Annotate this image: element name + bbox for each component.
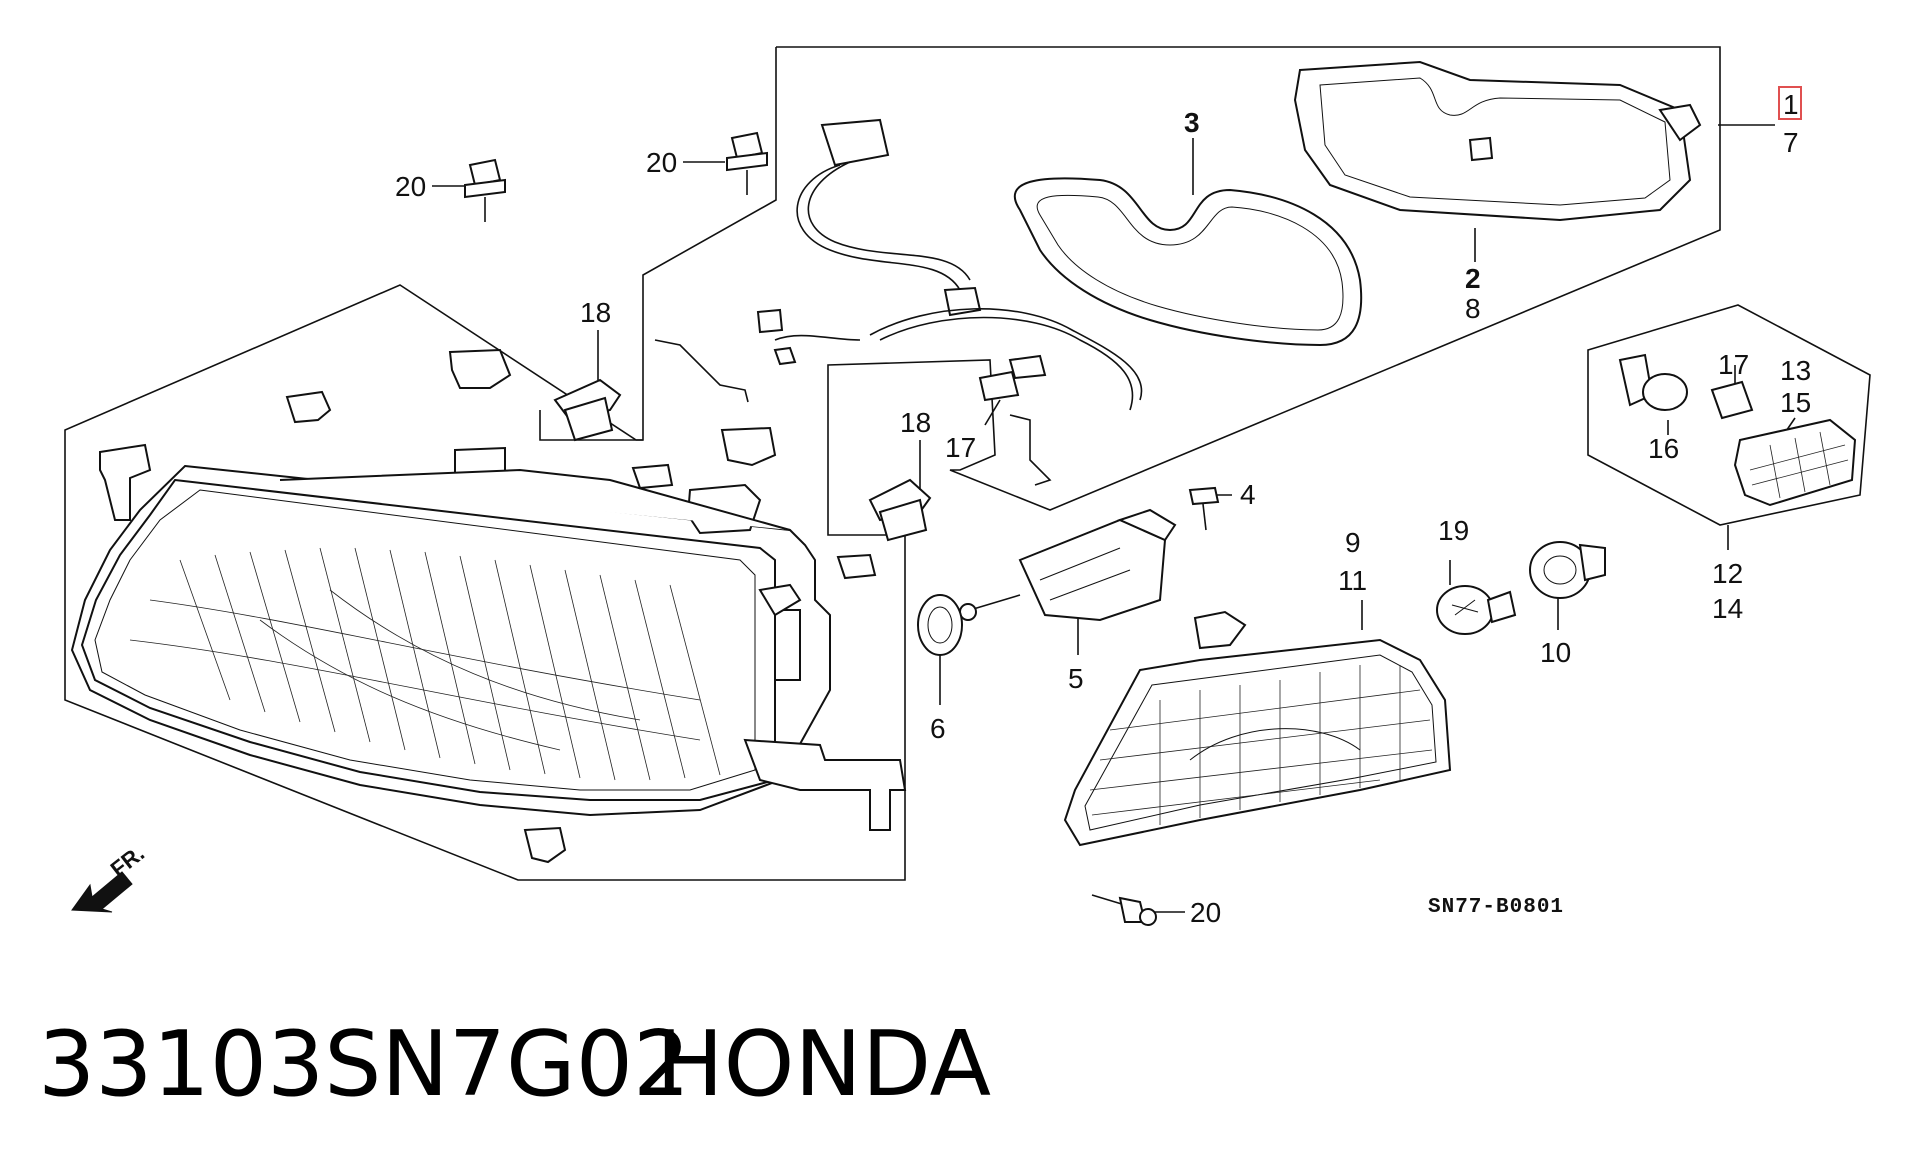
socket-10 (1529, 541, 1606, 599)
callout-1: 1 (1783, 89, 1799, 120)
socket-16 (1618, 353, 1688, 411)
highlight-box (1778, 86, 1802, 120)
bulb-18-upper (553, 378, 622, 442)
adjuster-5 (959, 508, 1177, 622)
diagram-code: SN77-B0801 (1428, 896, 1564, 919)
callout-10: 10 (1540, 637, 1571, 668)
headlight-assembly (70, 443, 907, 831)
side-marker-lens (1733, 418, 1857, 507)
clip-5 (836, 553, 877, 580)
wire-harness (756, 118, 1143, 411)
clip-2 (448, 348, 512, 389)
socket-17-harness (978, 370, 1020, 402)
callout-11: 11 (1338, 565, 1367, 596)
callout-7: 7 (1783, 127, 1799, 158)
retaining-spring (654, 339, 749, 403)
group-outline-bulb-inset (539, 410, 643, 441)
part-number: 33103SN7G02 (38, 1012, 690, 1117)
callout-17-harness: 17 (945, 432, 976, 463)
callout-12: 12 (1712, 558, 1743, 589)
front-direction-arrow-icon: FR. (71, 840, 149, 913)
group-outline-side-marker (1587, 304, 1871, 526)
seal-ring-6 (917, 594, 963, 656)
callout-19: 19 (1438, 515, 1469, 546)
bulb-17-wedge (1710, 380, 1754, 420)
callout-16: 16 (1648, 433, 1679, 464)
callout-18-lower: 18 (900, 407, 931, 438)
callout-20-c: 20 (1190, 897, 1221, 928)
bolt-20-b (726, 131, 768, 195)
bolt-20-c (1091, 894, 1157, 926)
bulb-18-lower (868, 478, 932, 542)
bulb-19 (1436, 585, 1517, 635)
callout-17-marker: 17 (1718, 349, 1749, 380)
front-direction-label: FR. (106, 840, 149, 882)
clip-1 (285, 390, 332, 424)
callout-3: 3 (1184, 107, 1200, 138)
callout-18-upper: 18 (580, 297, 611, 328)
bolt-20-a (464, 158, 506, 222)
callout-20-b: 20 (646, 147, 677, 178)
callout-8: 8 (1465, 293, 1481, 324)
housing-2 (1293, 60, 1702, 222)
screw-4 (1188, 486, 1220, 531)
callout-5: 5 (1068, 663, 1084, 694)
clip-4 (720, 426, 777, 467)
callout-9: 9 (1345, 527, 1361, 558)
turn-signal-lens (1063, 610, 1452, 847)
clip-3 (631, 463, 674, 490)
callout-20-a: 20 (395, 171, 426, 202)
callout-4: 4 (1240, 479, 1256, 510)
clip-6 (523, 826, 567, 864)
callout-6: 6 (930, 713, 946, 744)
callout-15: 15 (1780, 387, 1811, 418)
callout-13: 13 (1780, 355, 1811, 386)
callout-2: 2 (1465, 263, 1481, 294)
brand-name: HONDA (656, 1012, 991, 1117)
gasket-3 (1013, 177, 1363, 347)
callout-14: 14 (1712, 593, 1743, 624)
